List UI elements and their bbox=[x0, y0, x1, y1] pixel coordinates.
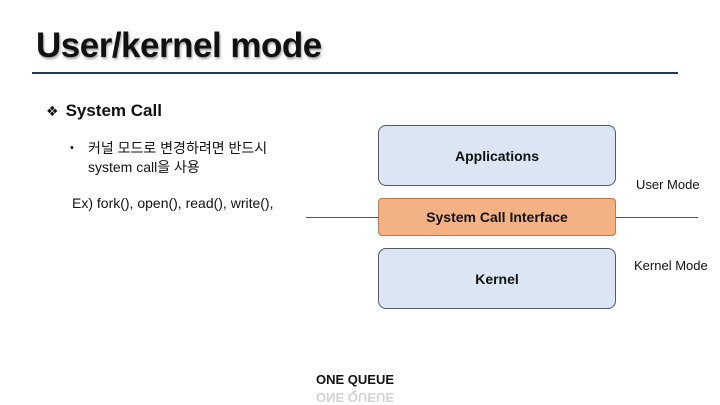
bullet-line-1: 커널 모드로 변경하려면 반드시 bbox=[88, 140, 268, 156]
slide-title: User/kernel mode bbox=[36, 26, 322, 65]
footer-logo-text: ONE QUEUE bbox=[316, 372, 395, 387]
example-text: Ex) fork(), open(), read(), write(), bbox=[72, 195, 274, 211]
user-mode-label: User Mode bbox=[636, 177, 700, 192]
mode-divider-left bbox=[306, 217, 378, 218]
bullet-text: 커널 모드로 변경하려면 반드시 system call을 사용 bbox=[88, 139, 267, 177]
kernel-mode-label: Kernel Mode bbox=[634, 258, 708, 273]
section-heading: ❖ System Call bbox=[46, 101, 162, 121]
section-heading-text: System Call bbox=[65, 101, 162, 120]
mode-divider-right bbox=[616, 217, 698, 218]
kernel-label: Kernel bbox=[475, 270, 519, 287]
applications-box: Applications bbox=[378, 125, 616, 186]
bullet-line-2: system call을 사용 bbox=[88, 159, 200, 175]
system-call-interface-box: System Call Interface bbox=[378, 198, 616, 236]
kernel-box: Kernel bbox=[378, 248, 616, 309]
title-underline bbox=[32, 72, 678, 74]
diamond-bullet-icon: ❖ bbox=[46, 102, 59, 119]
bullet-dot-icon: • bbox=[70, 142, 74, 154]
footer-logo-reflection: ONE QUEUE bbox=[316, 390, 395, 405]
applications-label: Applications bbox=[454, 147, 539, 164]
bullet-item: • 커널 모드로 변경하려면 반드시 system call을 사용 bbox=[70, 139, 267, 177]
system-call-interface-label: System Call Interface bbox=[426, 209, 568, 225]
